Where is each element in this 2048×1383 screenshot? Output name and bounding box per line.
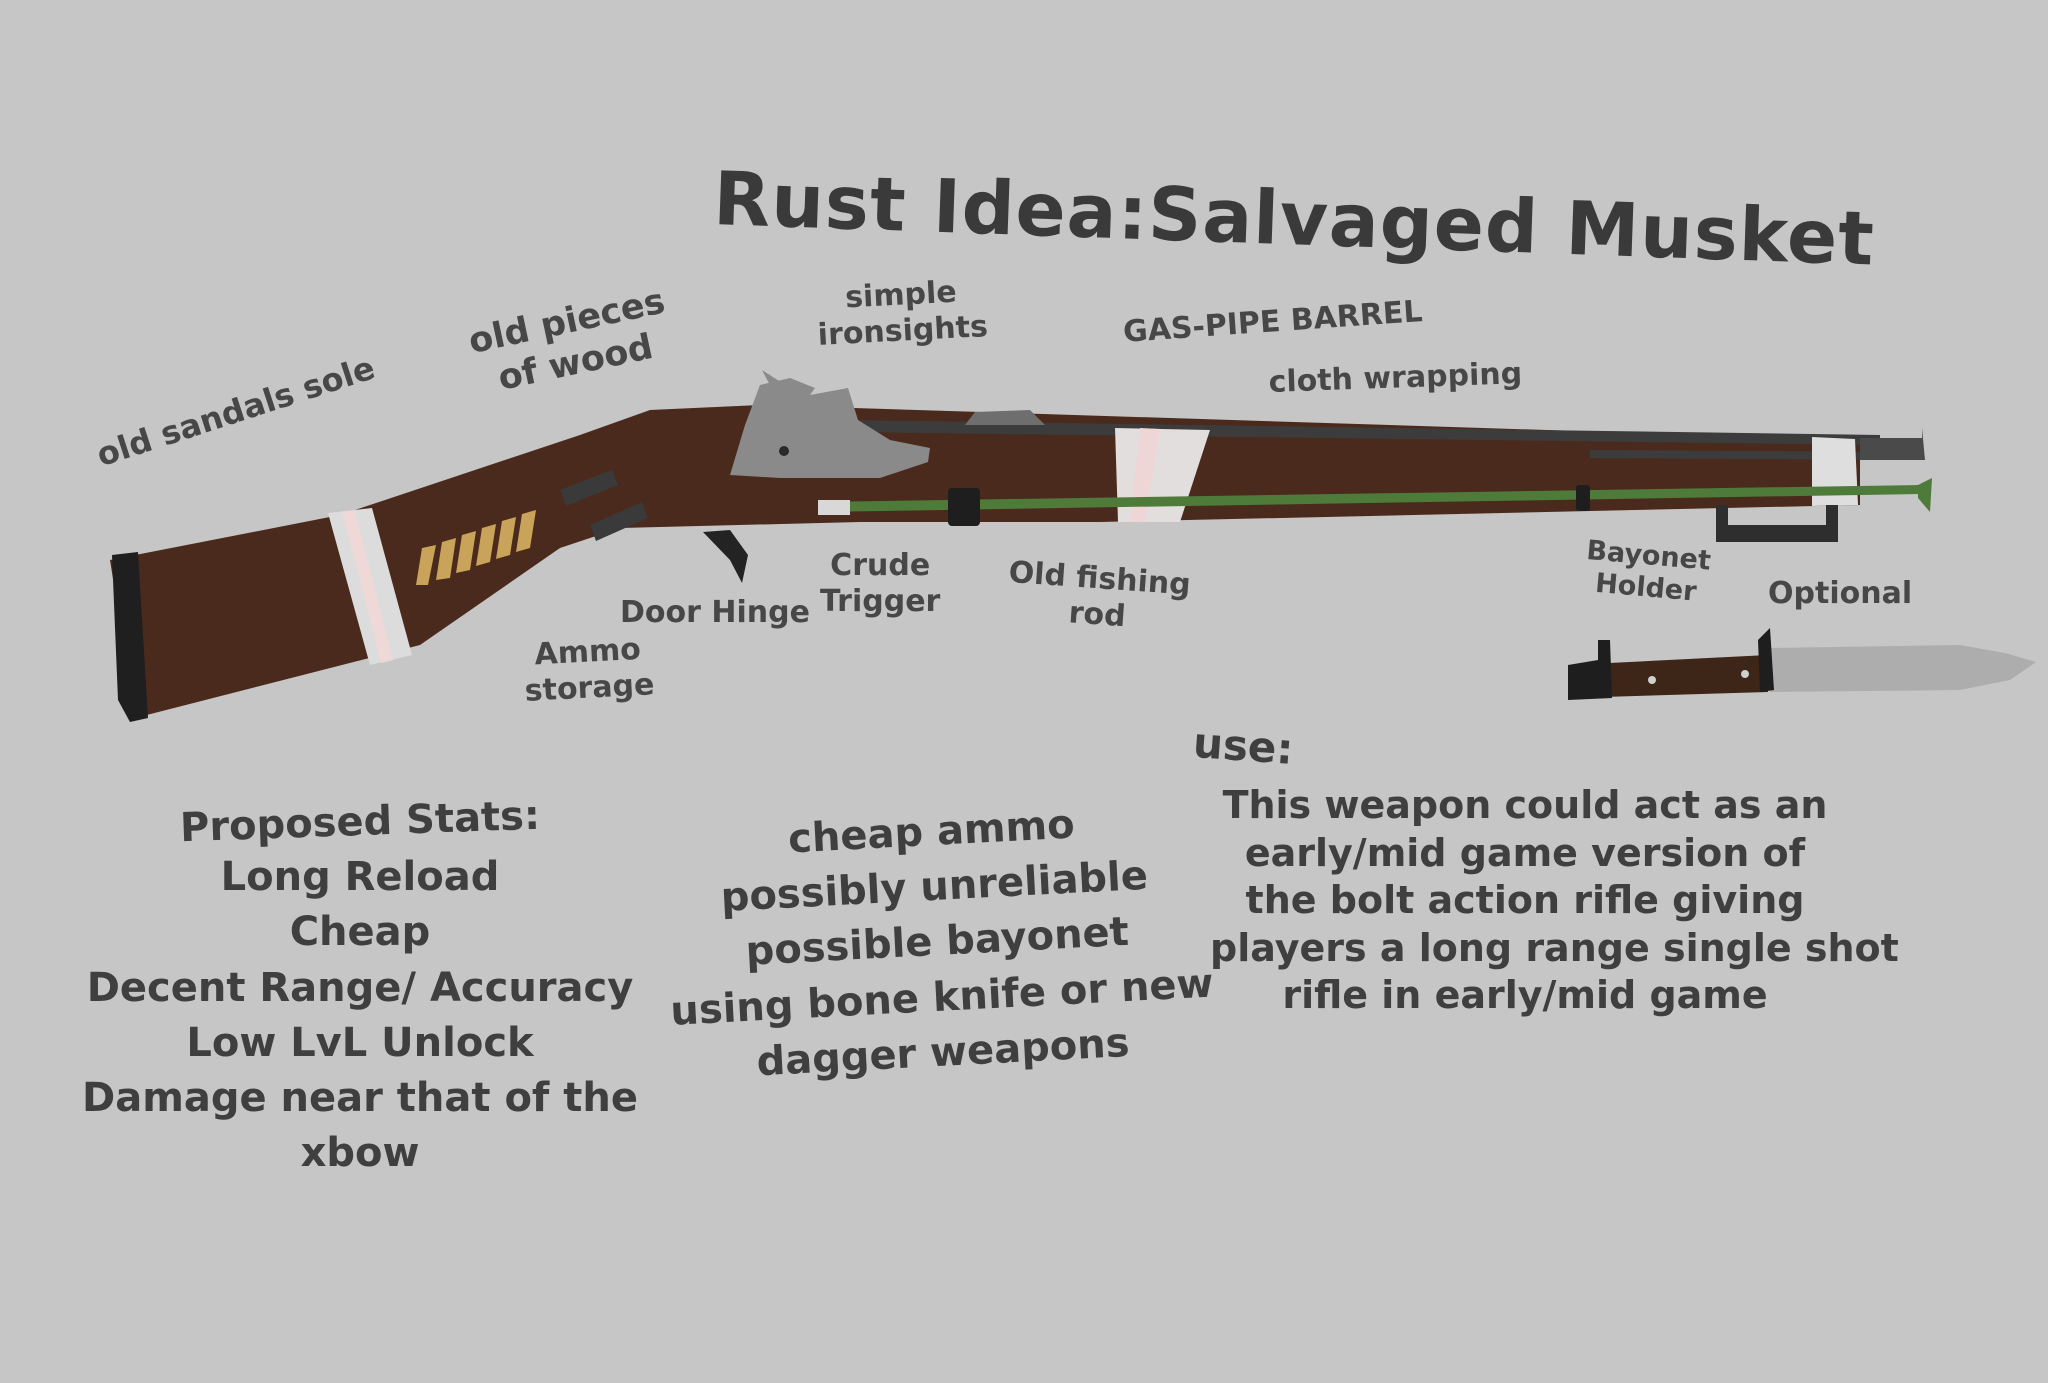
stat-line: xbow (300, 1130, 420, 1177)
lock-screw (779, 446, 789, 456)
label-door-hinge: Door Hinge (620, 595, 810, 630)
label-crude-trigger: Crude Trigger (820, 548, 941, 619)
use-line: players a long range single shot (1210, 925, 1899, 970)
label-optional: Optional (1768, 576, 1913, 611)
label-simple-ironsights: simple ironsights (816, 274, 989, 353)
notes-list: cheap ammo possibly unreliable possible … (660, 791, 1214, 1095)
barrel-bottom-strip (1590, 450, 1880, 460)
use-line: rifle in early/mid game (1282, 973, 1768, 1017)
proposed-stats: Proposed Stats: Long Reload Cheap Decent… (60, 793, 660, 1181)
stat-line: Long Reload (220, 854, 500, 901)
door-hinge (560, 470, 648, 541)
bayonet-guard (1758, 628, 1774, 692)
label-old-fishing-rod: Old fishing rod (1007, 555, 1192, 635)
optional-bayonet (1568, 628, 2036, 700)
label-bayonet-holder: Bayonet Holder (1585, 535, 1713, 608)
fishing-rod-handle (818, 500, 850, 515)
bayonet-pommel (1568, 640, 1612, 700)
bayonet-handle (1570, 655, 1768, 698)
fishing-rod (818, 485, 1920, 512)
use-line: the bolt action rifle giving (1245, 878, 1805, 922)
rod-clamp (948, 488, 980, 526)
rear-ironsight (965, 410, 1045, 425)
fishing-rod-tip (1918, 478, 1932, 512)
stat-line: Damage near that of the (82, 1074, 638, 1121)
sandal-sole-buttplate (112, 552, 148, 722)
stat-line: Low LvL Unlock (186, 1019, 534, 1066)
stat-line: Cheap (289, 909, 431, 956)
use-heading: use: (1191, 718, 1295, 774)
use-line: This weapon could act as an (1222, 783, 1828, 827)
use-description: This weapon could act as an early/mid ga… (1210, 782, 1899, 1020)
stat-line: Decent Range/ Accuracy (86, 964, 634, 1011)
use-line: early/mid game version of (1244, 830, 1806, 875)
hammer (762, 370, 790, 395)
ammo-storage (416, 510, 536, 585)
bayonet-holder (1716, 505, 1838, 542)
crude-trigger (703, 530, 748, 583)
musket-stock (110, 405, 1860, 718)
label-ammo-storage: Ammo storage (523, 631, 656, 709)
gas-pipe-barrel (850, 420, 1880, 445)
cloth-wrap-stock-stripe (342, 510, 393, 663)
front-sight (1860, 428, 1925, 460)
rod-clamp-front (1576, 485, 1590, 511)
bayonet-blade (1770, 645, 2036, 692)
